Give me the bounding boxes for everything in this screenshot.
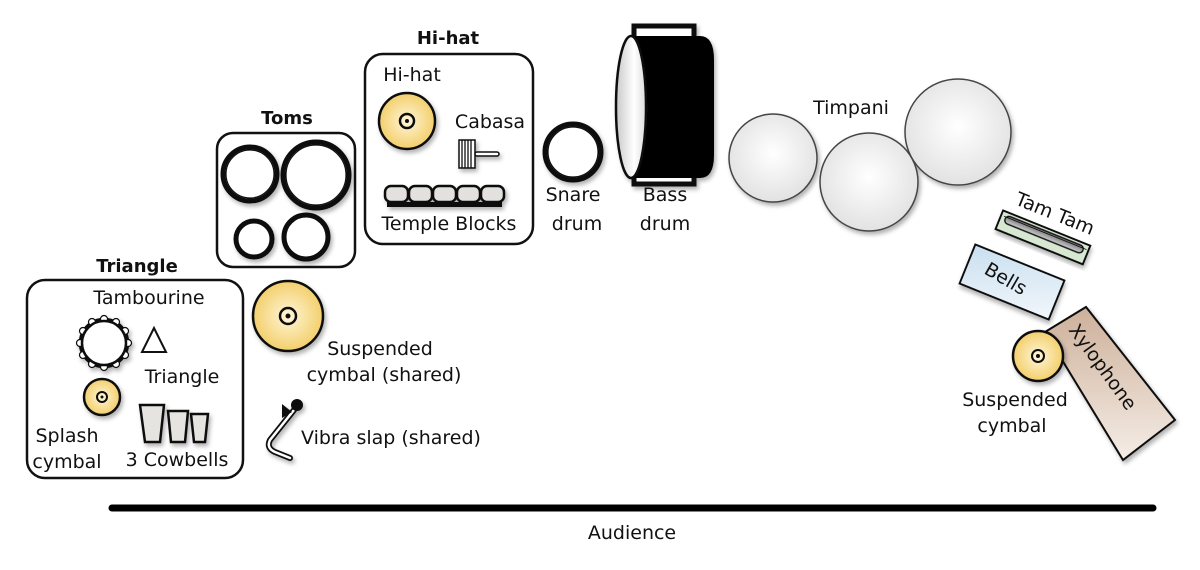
snare-drum-label-line2: drum xyxy=(552,213,602,235)
tambourine-icon xyxy=(75,314,133,372)
suspended-cymbal-right-icon xyxy=(1011,329,1065,383)
temple-blocks-label: Temple Blocks xyxy=(381,213,517,235)
timpani-drum-2-icon xyxy=(819,132,919,232)
tam-tam-icon xyxy=(994,209,1092,266)
tam-tam: Tam Tam xyxy=(994,188,1098,266)
hihat-group: Hi-hat Hi-hat Cabasa xyxy=(363,28,535,246)
temple-blocks-icon xyxy=(383,184,506,207)
cowbells-label: 3 Cowbells xyxy=(126,449,229,471)
xylophone-icon xyxy=(1043,305,1177,462)
xylophone: Xylophone xyxy=(1043,305,1177,462)
suspended-cymbal-shared-label-line2: cymbal (shared) xyxy=(307,364,462,386)
snare-drum-label-line1: Snare xyxy=(546,184,601,206)
tambourine-label: Tambourine xyxy=(92,287,204,309)
toms-group: Toms xyxy=(215,108,357,269)
vibra-slap-icon xyxy=(265,399,303,461)
tom-1-icon xyxy=(220,144,280,204)
suspended-cymbal-right: Suspended cymbal xyxy=(962,329,1068,437)
suspended-cymbal-shared-icon xyxy=(251,279,325,353)
bells-icon xyxy=(958,243,1066,321)
timpani: Timpani xyxy=(728,78,1012,232)
suspended-cymbal-shared-label-line1: Suspended xyxy=(327,338,433,360)
bass-drum-icon xyxy=(614,23,714,187)
suspended-cymbal-right-label-line1: Suspended xyxy=(962,389,1068,411)
audience-label: Audience xyxy=(588,522,676,544)
triangle-label: Triangle xyxy=(144,366,220,388)
hihat-label: Hi-hat xyxy=(383,64,441,86)
vibra-slap-label: Vibra slap (shared) xyxy=(301,427,481,449)
toms-group-title: Toms xyxy=(261,108,313,129)
cowbells-icon xyxy=(138,403,210,444)
bells: Bells xyxy=(958,243,1066,321)
splash-cymbal-label-line1: Splash xyxy=(36,425,99,447)
hihat-group-title: Hi-hat xyxy=(417,28,480,49)
splash-cymbal-label-line2: cymbal xyxy=(32,451,101,473)
bass-drum-label-line2: drum xyxy=(640,213,690,235)
triangle-group: Triangle Tambourine Triangle Splash cymb… xyxy=(25,256,245,480)
timpani-label: Timpani xyxy=(812,97,889,119)
vibra-slap: Vibra slap (shared) xyxy=(265,399,481,461)
cabasa-label: Cabasa xyxy=(455,111,525,133)
hihat-cymbal-icon xyxy=(377,91,437,151)
bass-drum-label-line1: Bass xyxy=(643,184,687,206)
tom-4-icon xyxy=(281,212,331,262)
bass-drum: Bass drum xyxy=(614,23,714,235)
tom-3-icon xyxy=(233,218,275,260)
snare-drum: Snare drum xyxy=(542,121,604,235)
triangle-group-title: Triangle xyxy=(96,256,178,277)
snare-drum-icon xyxy=(542,121,604,183)
timpani-drum-3-icon xyxy=(904,78,1012,186)
timpani-drum-1-icon xyxy=(728,113,818,203)
splash-cymbal-icon xyxy=(82,377,122,417)
suspended-cymbal-right-label-line2: cymbal xyxy=(977,415,1046,437)
suspended-cymbal-shared: Suspended cymbal (shared) xyxy=(251,279,462,386)
cabasa-icon xyxy=(458,139,500,169)
triangle-icon xyxy=(140,325,168,353)
tom-2-icon xyxy=(280,139,352,211)
